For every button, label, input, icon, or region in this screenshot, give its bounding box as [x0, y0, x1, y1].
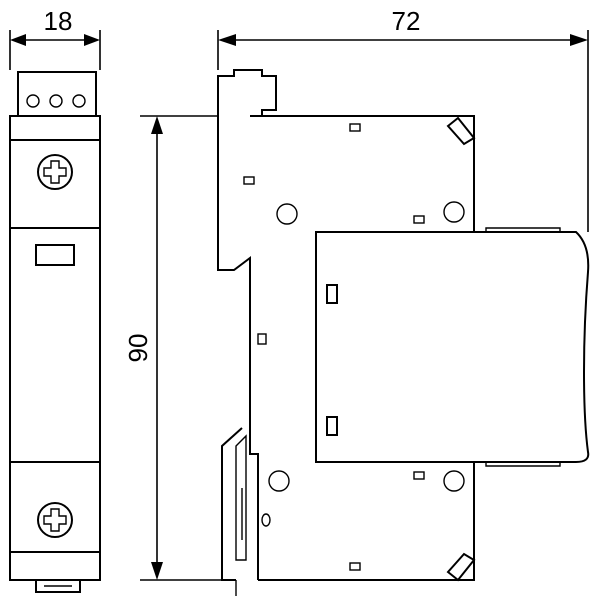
- front-top-terminal-block: [17, 71, 97, 117]
- side-top-connector: [217, 69, 277, 116]
- side-mount-hole-lower-right: [443, 470, 465, 492]
- dimension-width: 18: [9, 6, 101, 70]
- side-bottom-latch: [446, 552, 476, 582]
- plug-in-module: [315, 231, 590, 463]
- side-base-top-edge: [250, 115, 475, 232]
- side-rail-profile-lower: [249, 440, 259, 580]
- terminal-hole-1: [26, 94, 40, 108]
- front-din-clip: [35, 580, 81, 593]
- status-indicator-window: [35, 244, 75, 266]
- side-view: [217, 69, 590, 596]
- terminal-hole-3: [72, 94, 86, 108]
- dimension-height: 90: [123, 115, 222, 581]
- module-window-lower: [326, 416, 338, 436]
- front-view: [9, 71, 101, 593]
- side-din-clip: [221, 427, 243, 581]
- module-window-upper: [326, 284, 338, 304]
- front-body: [9, 115, 101, 581]
- dimension-depth: 72: [217, 6, 589, 232]
- dimension-label-depth: 72: [392, 6, 421, 36]
- lower-screw-icon: [37, 502, 73, 538]
- dimension-label-width: 18: [44, 6, 73, 36]
- terminal-hole-2: [49, 94, 63, 108]
- side-mount-hole-upper-right: [443, 201, 465, 223]
- side-rail-profile-upper: [217, 116, 251, 440]
- dimension-label-height: 90: [123, 334, 153, 363]
- side-mount-hole-upper-left: [276, 203, 298, 225]
- upper-screw-icon: [37, 154, 73, 190]
- side-base-bottom-edge: [258, 462, 475, 581]
- side-top-latch: [446, 116, 476, 146]
- side-mount-hole-lower-left: [268, 470, 290, 492]
